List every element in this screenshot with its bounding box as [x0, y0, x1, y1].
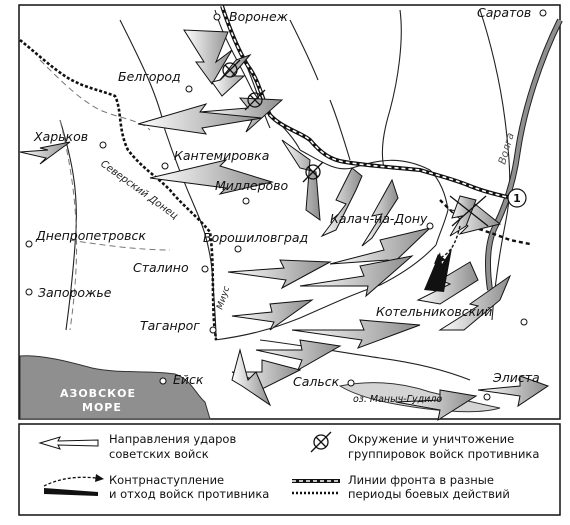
legend-strikes-line1: Направления ударов: [109, 432, 236, 446]
encirclement-icon: [449, 195, 489, 227]
strike-arrow: [19, 141, 71, 165]
legend: Направления ударов советских войск Окруж…: [18, 423, 561, 516]
svg-text:1: 1: [513, 192, 521, 205]
strike-arrow: [231, 299, 314, 331]
encirclement-icon: [302, 161, 324, 183]
label-kalach: Калач-на-Дону: [330, 211, 428, 226]
volga-river: [485, 18, 563, 291]
region-borders: [39, 59, 171, 331]
legend-strikes-line2: советских войск: [109, 447, 209, 461]
legend-front-line2: периоды боевых действий: [348, 487, 510, 501]
strike-arrow: [281, 139, 321, 222]
city-dot: [185, 85, 193, 93]
label-belgorod: Белгород: [118, 69, 181, 84]
marker-1: 1: [507, 188, 527, 208]
city-dot: [234, 245, 242, 253]
city-dot: [426, 222, 434, 230]
strike-arrow: [299, 255, 414, 298]
city-dot: [159, 377, 167, 385]
strike-arrow: [291, 319, 421, 349]
label-manych-text: оз. Маныч-Гудило: [353, 394, 442, 405]
city-dot: [213, 13, 221, 21]
label-kotelnikovsky: Котельниковский: [376, 304, 492, 319]
label-millerovo: Миллерово: [215, 178, 289, 193]
label-kharkov: Харьков: [33, 129, 88, 144]
azov-sea: [19, 355, 211, 420]
strike-arrow: [183, 29, 233, 85]
city-dot: [25, 288, 33, 296]
label-stalino: Сталино: [133, 260, 189, 275]
label-dnepropetrovsk: Днепропетровск: [35, 228, 146, 243]
legend-encircle-icon: [310, 431, 332, 453]
city-dot: [209, 326, 217, 334]
strike-arrow: [231, 348, 272, 407]
encirclement-icon: [244, 89, 266, 111]
legend-frame: [18, 423, 561, 516]
label-manych: оз. Маныч-Гудило: [353, 394, 442, 405]
label-voroshilovgrad: Ворошиловград: [203, 230, 308, 245]
legend-front-line1: Линии фронта в разные: [348, 473, 494, 487]
strike-arrow: [438, 274, 512, 331]
strike-arrow: [395, 389, 478, 422]
label-sea-line1: АЗОВСКОЕ: [60, 387, 136, 400]
strike-arrow: [361, 178, 399, 247]
encirclement-icon: [219, 59, 241, 81]
legend-encircle-line2: группировок войск противника: [348, 447, 539, 461]
legend-counter-icon: [43, 474, 104, 496]
city-dot: [201, 265, 209, 273]
city-dot: [539, 9, 547, 17]
label-salsk: Сальск: [293, 374, 340, 389]
strike-arrow: [320, 167, 363, 238]
strike-arrow: [137, 103, 263, 135]
city-dot: [161, 162, 169, 170]
city-dot: [520, 318, 528, 326]
label-zaporozhye: Запорожье: [38, 285, 112, 300]
strike-arrow: [149, 159, 274, 195]
label-sea-line2: МОРЕ: [82, 401, 122, 414]
city-dots: [25, 9, 547, 401]
legend-counter-line2: и отход войск противника: [109, 487, 269, 501]
label-eysk: Ейск: [173, 372, 204, 387]
counter-attack-arrows: [424, 225, 461, 292]
label-voronezh: Воронеж: [229, 9, 289, 24]
legend-encircle-line1: Окружение и уничтожение: [348, 432, 514, 446]
city-dot: [347, 379, 355, 387]
encirclements: [219, 59, 489, 227]
label-elista: Элиста: [492, 370, 540, 385]
strike-arrow: [477, 375, 550, 408]
strike-arrow: [227, 259, 332, 290]
city-dot: [25, 240, 33, 248]
legend-counter-line1: Контрнаступление: [109, 473, 224, 487]
city-dot: [483, 393, 491, 401]
label-taganrog: Таганрог: [140, 318, 200, 333]
city-dot: [242, 197, 250, 205]
city-dot: [99, 141, 107, 149]
strike-arrows: [19, 29, 550, 422]
label-kantemirovka: Кантемировка: [174, 148, 269, 163]
legend-front-icon: [292, 479, 340, 495]
legend-strike-icon: [38, 436, 99, 450]
label-saratov: Саратов: [477, 5, 531, 20]
